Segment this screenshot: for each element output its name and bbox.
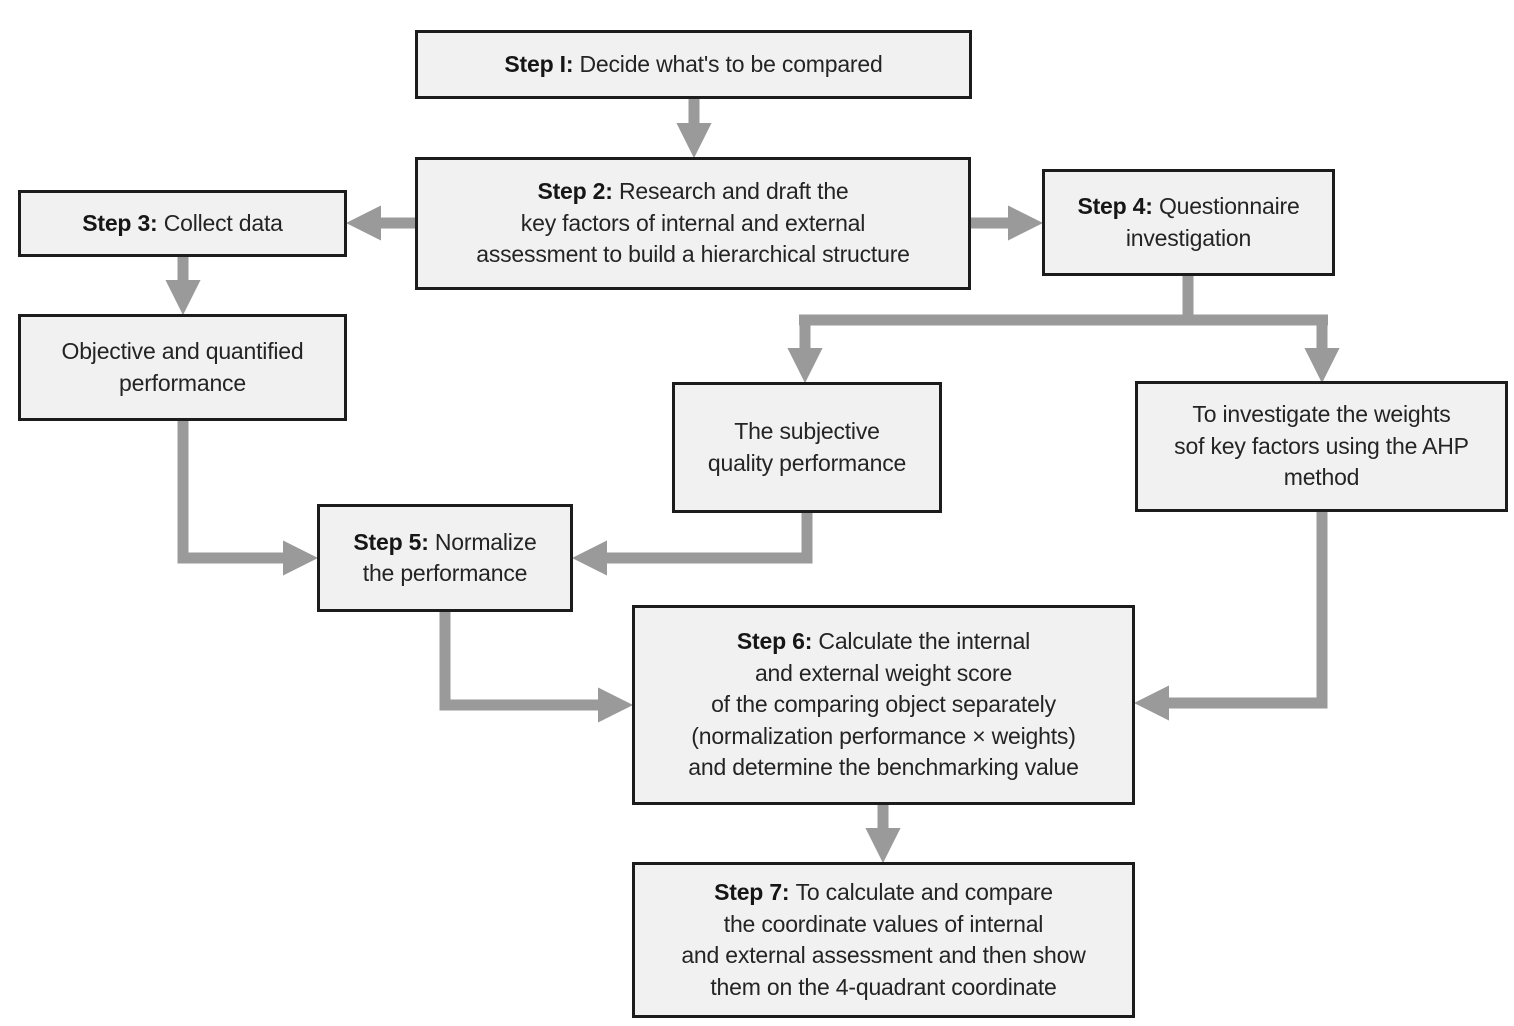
- node-step2-label: Step 2:Research and draft the key factor…: [476, 176, 910, 271]
- node-step7-label: Step 7:To calculate and compare the coor…: [681, 877, 1086, 1003]
- node-subjective-performance: The subjective quality performance: [672, 382, 942, 513]
- node-step5-prefix: Step 5:: [353, 528, 429, 555]
- node-step3-label: Step 3:Collect data: [82, 208, 283, 240]
- node-step1-label: Step I:Decide what's to be compared: [504, 49, 882, 81]
- node-ahp-weights: To investigate the weights sof key facto…: [1135, 381, 1508, 512]
- arrow-subjective-to-step5: [571, 512, 813, 576]
- node-step3-prefix: Step 3:: [82, 209, 158, 236]
- node-step1-text: Decide what's to be compared: [579, 50, 883, 77]
- node-step2-text: Research and draft the key factors of in…: [476, 178, 910, 268]
- node-step4-text: Questionnaire investigation: [1125, 193, 1300, 251]
- node-objective-label: Objective and quantified performance: [62, 336, 304, 399]
- node-step6-text: Calculate the internal and external weig…: [688, 628, 1079, 781]
- node-subjective-label: The subjective quality performance: [708, 416, 906, 479]
- arrow-ahp-to-step6: [1133, 511, 1328, 721]
- node-step2: Step 2:Research and draft the key factor…: [415, 157, 971, 290]
- node-ahp-text: To investigate the weights sof key facto…: [1174, 401, 1469, 491]
- node-subjective-text: The subjective quality performance: [707, 418, 907, 476]
- node-step6-label: Step 6:Calculate the internal and extern…: [688, 626, 1079, 784]
- node-step5-text: Normalize the performance: [362, 528, 537, 587]
- arrow-objective-to-step5: [177, 420, 319, 576]
- node-objective-performance: Objective and quantified performance: [18, 314, 347, 421]
- node-ahp-label: To investigate the weights sof key facto…: [1174, 399, 1469, 494]
- node-step5-label: Step 5:Normalize the performance: [353, 527, 536, 590]
- node-step6: Step 6:Calculate the internal and extern…: [632, 605, 1135, 805]
- node-step4-prefix: Step 4:: [1077, 193, 1153, 219]
- node-objective-text: Objective and quantified performance: [61, 338, 304, 396]
- node-step3-text: Collect data: [163, 209, 283, 236]
- node-step1: Step I:Decide what's to be compared: [415, 30, 972, 99]
- node-step1-prefix: Step I:: [504, 50, 574, 77]
- node-step2-prefix: Step 2:: [537, 178, 613, 205]
- node-step3: Step 3:Collect data: [18, 190, 347, 257]
- node-step4: Step 4:Questionnaire investigation: [1042, 169, 1335, 276]
- node-step7-text: To calculate and compare the coordinate …: [681, 879, 1086, 1000]
- node-step5: Step 5:Normalize the performance: [317, 504, 573, 612]
- node-step7-prefix: Step 7:: [714, 879, 790, 905]
- node-step4-label: Step 4:Questionnaire investigation: [1077, 191, 1299, 254]
- arrow-step5-to-step6: [439, 611, 634, 723]
- node-step6-prefix: Step 6:: [736, 628, 813, 655]
- node-step7: Step 7:To calculate and compare the coor…: [632, 862, 1135, 1018]
